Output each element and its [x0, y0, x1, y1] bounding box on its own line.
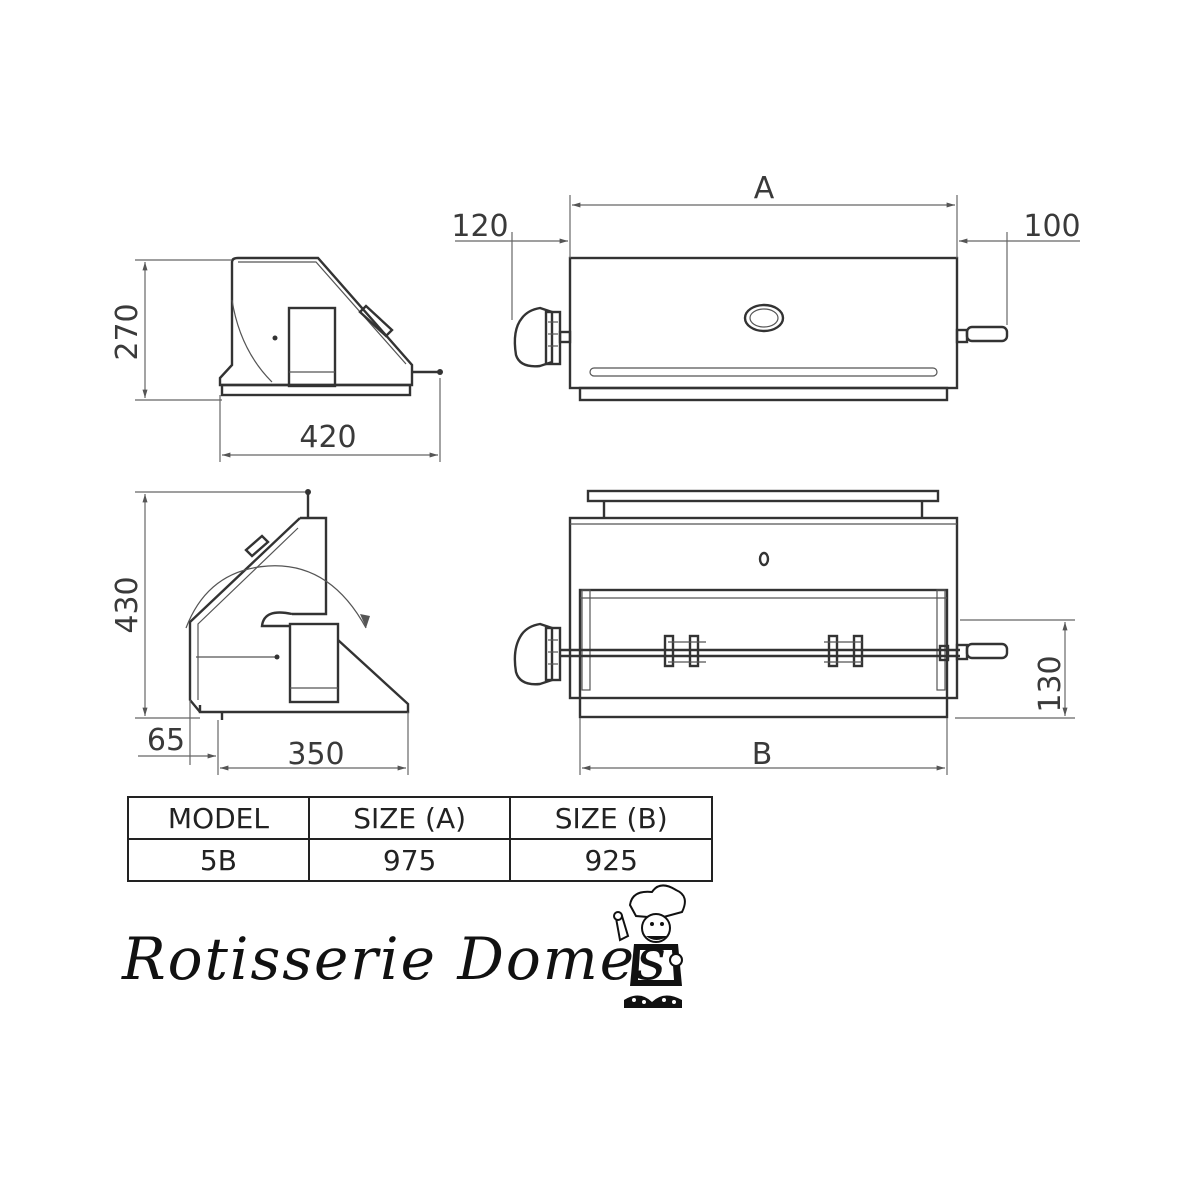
dim-a-label: A	[754, 171, 775, 206]
table-row: 5B 975 925	[127, 838, 713, 882]
front-view-closed	[513, 256, 1009, 402]
front-view-closed-dimensions: A 120 100	[451, 171, 1081, 325]
side-view-open	[185, 489, 410, 720]
dim-430: 430	[110, 576, 145, 633]
front-view-open-dimensions: 130 B	[579, 619, 1075, 775]
side-view-closed-dimensions: 270 420	[110, 259, 441, 462]
front-view-open	[513, 489, 1009, 719]
table-header-size-a: SIZE (A)	[307, 796, 512, 840]
dim-130: 130	[1033, 655, 1068, 712]
dim-120: 120	[451, 209, 508, 244]
chef-mascot-icon	[613, 884, 686, 1008]
table-header-row: MODEL SIZE (A) SIZE (B)	[127, 796, 713, 840]
table-cell-model: 5B	[127, 838, 310, 882]
dim-270: 270	[110, 303, 145, 360]
dim-b-label: B	[752, 737, 773, 772]
dim-65: 65	[147, 723, 185, 758]
side-view-closed	[218, 256, 443, 397]
brand-name: Rotisserie Domes	[122, 925, 668, 993]
spec-table: MODEL SIZE (A) SIZE (B) 5B 975 925	[127, 796, 713, 882]
dim-350: 350	[287, 737, 344, 772]
dim-100: 100	[1023, 209, 1080, 244]
table-header-model: MODEL	[127, 796, 310, 840]
table-header-size-b: SIZE (B)	[509, 796, 713, 840]
table-cell-size-a: 975	[307, 838, 512, 882]
table-cell-size-b: 925	[509, 838, 713, 882]
dim-420: 420	[299, 420, 356, 455]
side-view-open-dimensions: 430 65 350	[110, 491, 409, 775]
